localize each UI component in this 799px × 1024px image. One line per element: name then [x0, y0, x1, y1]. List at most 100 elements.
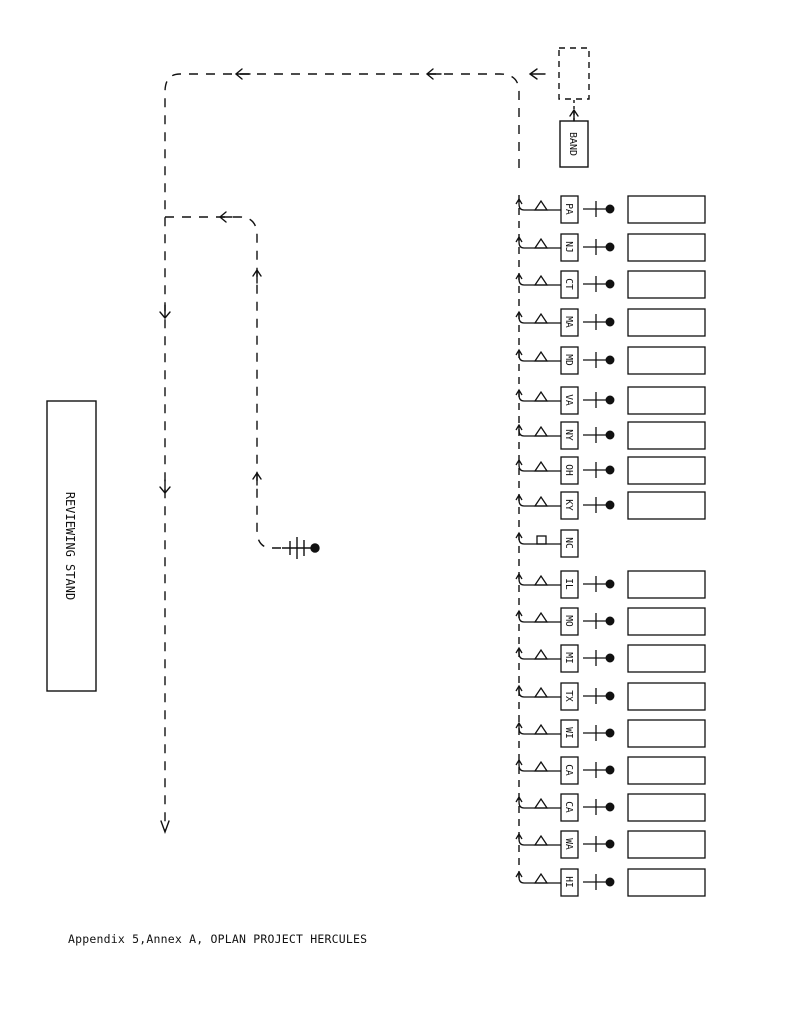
arrow-left-icon [234, 68, 251, 80]
turn-arrow-icon [515, 458, 529, 472]
float-box [627, 386, 706, 415]
unit-row: TX [515, 682, 706, 711]
guidon-triangle-icon [533, 760, 549, 772]
float-box [627, 270, 706, 299]
route-top-path [164, 73, 520, 830]
unit-box [560, 644, 579, 673]
turn-arrow-icon [515, 572, 529, 586]
position-dot-icon [605, 728, 615, 738]
band-label: BAND [567, 132, 578, 156]
unit-label: NC [563, 537, 574, 548]
guidon-triangle-icon [533, 274, 549, 286]
unit-row: MI [515, 644, 706, 673]
unit-label: KY [563, 499, 574, 511]
unit-label: MI [563, 652, 574, 663]
unit-row: NY [515, 421, 706, 450]
turn-arrow-icon [515, 531, 529, 545]
unit-box [560, 346, 579, 375]
unit-row: MO [515, 607, 706, 636]
arrow-up-icon [252, 471, 262, 486]
arrow-left-icon [218, 211, 233, 223]
turn-arrow-icon [515, 721, 529, 735]
unit-box [560, 233, 579, 262]
unit-label: WA [563, 838, 574, 850]
guidon-triangle-icon [533, 460, 549, 472]
unit-label: NY [563, 429, 574, 441]
unit-label: CA [563, 764, 574, 776]
unit-row: CT [515, 270, 706, 299]
float-box [627, 793, 706, 822]
float-box [627, 570, 706, 599]
position-dot-icon [605, 430, 615, 440]
float-box [627, 308, 706, 337]
turn-arrow-icon [515, 310, 529, 324]
arrow-up-icon [569, 108, 579, 122]
guidon-triangle-icon [533, 350, 549, 362]
unit-row: MA [515, 308, 706, 337]
turn-arrow-icon [515, 870, 529, 884]
turn-arrow-icon [515, 388, 529, 402]
float-box [627, 756, 706, 785]
guidon-triangle-icon [533, 611, 549, 623]
unit-box [560, 607, 579, 636]
float-box [627, 456, 706, 485]
commander-symbol-icon [282, 537, 320, 559]
float-box [627, 644, 706, 673]
unit-row: PA [515, 195, 706, 224]
guidon-triangle-icon [533, 574, 549, 586]
guidon-triangle-icon [533, 723, 549, 735]
guidon-square-icon [536, 535, 547, 545]
float-box [627, 346, 706, 375]
float-box [627, 195, 706, 224]
unit-label: PA [563, 203, 574, 215]
band-box [559, 120, 589, 168]
route-turn-path [165, 216, 282, 549]
unit-box [560, 195, 579, 224]
position-dot-icon [605, 279, 615, 289]
guidon-triangle-icon [533, 648, 549, 660]
float-box [627, 868, 706, 897]
unit-box [560, 719, 579, 748]
position-dot-icon [605, 765, 615, 775]
turn-arrow-icon [515, 758, 529, 772]
turn-arrow-icon [515, 272, 529, 286]
unit-box [560, 386, 579, 415]
turn-arrow-icon [515, 646, 529, 660]
unit-label: IL [563, 578, 574, 590]
unit-row: WI [515, 719, 706, 748]
unit-row: VA [515, 386, 706, 415]
unit-label: MD [563, 354, 574, 366]
position-dot-icon [605, 691, 615, 701]
position-dot-icon [605, 204, 615, 214]
position-dot-icon [605, 877, 615, 887]
guidon-triangle-icon [533, 199, 549, 211]
turn-arrow-icon [515, 197, 529, 211]
float-box [627, 491, 706, 520]
arrow-left-icon [425, 68, 442, 80]
unit-box [560, 421, 579, 450]
unit-label: WI [563, 727, 574, 738]
arrow-left-icon [528, 68, 546, 80]
unit-box [560, 793, 579, 822]
unit-box [560, 756, 579, 785]
unit-label: OH [563, 464, 574, 476]
turn-arrow-icon [515, 493, 529, 507]
float-box [627, 233, 706, 262]
guidon-triangle-icon [533, 834, 549, 846]
position-dot-icon [605, 395, 615, 405]
position-dot-icon [605, 242, 615, 252]
unit-row: NJ [515, 233, 706, 262]
position-dot-icon [605, 616, 615, 626]
position-dot-icon [605, 839, 615, 849]
arrow-down-icon [159, 304, 171, 320]
unit-box [560, 529, 579, 558]
position-dot-icon [605, 653, 615, 663]
arrow-down-icon [160, 820, 170, 835]
unit-row: MD [515, 346, 706, 375]
float-box [627, 830, 706, 859]
turn-arrow-icon [515, 235, 529, 249]
turn-arrow-icon [515, 832, 529, 846]
caption: Appendix 5,Annex A, OPLAN PROJECT HERCUL… [68, 932, 368, 946]
